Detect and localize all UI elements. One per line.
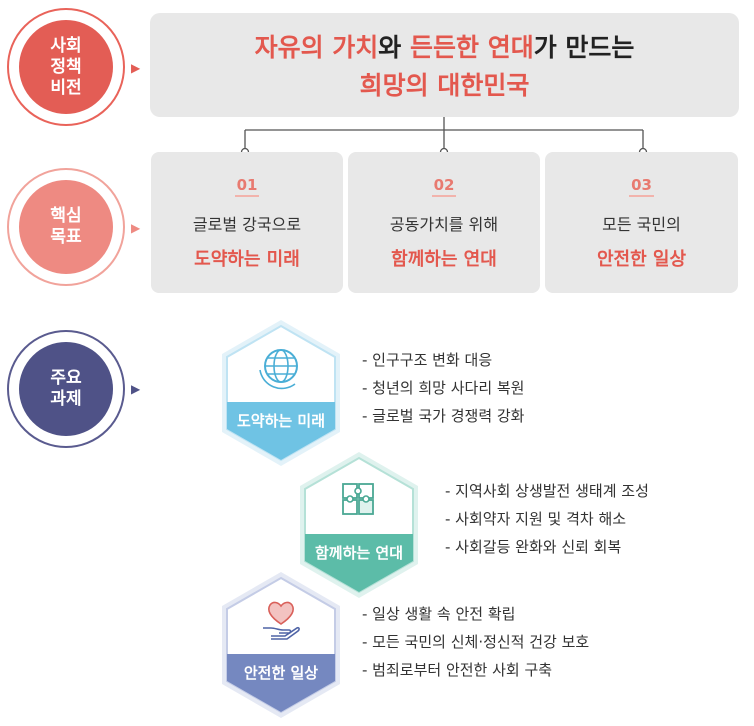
goals-circle: 핵심 목표	[7, 168, 125, 286]
task-item: - 사회약자 지원 및 격차 해소	[445, 510, 627, 528]
goal-highlight: 도약하는 미래	[194, 249, 300, 270]
chevron-right-icon: ▶	[131, 221, 141, 235]
task-item: - 인구구조 변화 대응	[362, 351, 493, 369]
task-item: - 청년의 희망 사다리 복원	[362, 379, 525, 397]
vision-part-connector: 와	[378, 33, 410, 62]
chevron-right-icon: ▶	[131, 382, 141, 396]
task-item: - 사회갈등 완화와 신뢰 회복	[445, 538, 622, 556]
heart-hand-icon	[263, 601, 300, 640]
task-list-safety: - 일상 생활 속 안전 확립 - 모든 국민의 신체·정신적 건강 보호 - …	[362, 600, 589, 684]
goal-text: 글로벌 강국으로	[192, 215, 302, 234]
task-item: - 글로벌 국가 경쟁력 강화	[362, 407, 525, 425]
tasks-label: 주요 과제	[19, 342, 113, 436]
task-list-leap: - 인구구조 변화 대응 - 청년의 희망 사다리 복원 - 글로벌 국가 경쟁…	[362, 346, 525, 430]
goal-box-1: 01 글로벌 강국으로 도약하는 미래	[151, 152, 343, 293]
vision-subline: 희망의 대한민국	[359, 71, 530, 100]
goal-highlight: 안전한 일상	[596, 249, 687, 270]
vision-label: 사회 정책 비전	[19, 20, 113, 114]
pillar-hexagon-safety: 안전한 일상	[220, 570, 342, 720]
goal-box-2: 02 공동가치를 위해 함께하는 연대	[348, 152, 540, 293]
goal-connector	[240, 117, 648, 157]
globe-icon	[259, 349, 298, 390]
pillar-label: 안전한 일상	[243, 664, 319, 682]
goal-text: 모든 국민의	[602, 215, 681, 234]
puzzle-icon	[342, 483, 374, 515]
goal-number: 01	[234, 176, 260, 197]
goal-text: 공동가치를 위해	[389, 215, 499, 234]
task-list-solidarity: - 지역사회 상생발전 생태계 조성 - 사회약자 지원 및 격차 해소 - 사…	[445, 477, 649, 561]
task-item: - 범죄로부터 안전한 사회 구축	[362, 661, 553, 679]
vision-part-solidarity: 든든한 연대	[410, 33, 534, 62]
vision-part-makes: 가 만드는	[533, 33, 635, 62]
vision-part-freedom: 자유의 가치	[254, 33, 379, 62]
task-item: - 일상 생활 속 안전 확립	[362, 605, 516, 623]
pillar-label: 함께하는 연대	[314, 544, 404, 562]
goal-number: 03	[629, 176, 654, 197]
goal-highlight: 함께하는 연대	[391, 249, 497, 270]
vision-box: 자유의 가치와 든든한 연대가 만드는 희망의 대한민국	[150, 13, 739, 117]
goal-number: 02	[431, 176, 457, 197]
pillar-label: 도약하는 미래	[236, 412, 326, 430]
pillar-hexagon-solidarity: 함께하는 연대	[298, 450, 420, 600]
tasks-circle: 주요 과제	[7, 330, 125, 448]
vision-circle: 사회 정책 비전	[7, 8, 125, 126]
chevron-right-icon: ▶	[131, 61, 141, 75]
goals-label: 핵심 목표	[19, 180, 113, 274]
goal-box-3: 03 모든 국민의 안전한 일상	[545, 152, 738, 293]
pillar-hexagon-leap: 도약하는 미래	[220, 318, 342, 468]
task-item: - 모든 국민의 신체·정신적 건강 보호	[362, 633, 590, 651]
task-item: - 지역사회 상생발전 생태계 조성	[445, 482, 649, 500]
vision-headline: 자유의 가치와 든든한 연대가 만드는	[150, 31, 739, 65]
